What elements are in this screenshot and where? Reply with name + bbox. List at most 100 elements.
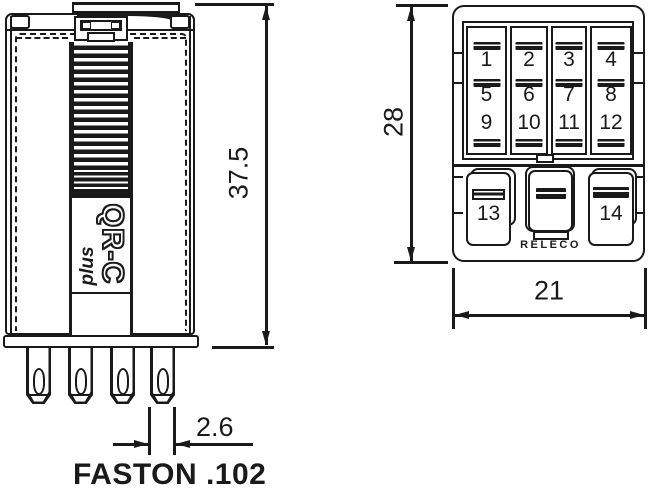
arrowhead-up-28 [406, 7, 415, 21]
faston-pin-4 [150, 348, 175, 404]
coil-ribs [69, 42, 133, 198]
faston-pin-3 [110, 348, 135, 404]
pin-hole [74, 368, 87, 395]
body-inner-edge-right [189, 16, 191, 333]
pin-hole [156, 368, 169, 395]
extension-line-right-21 [644, 268, 647, 329]
rib-foot-bar [74, 192, 128, 198]
terminal-slot [555, 42, 583, 50]
edge-tick [452, 52, 463, 54]
terminal-13-slot [472, 189, 505, 200]
edge-tick [634, 212, 645, 214]
terminal-slot [473, 42, 500, 50]
pin-number: 10 [517, 111, 541, 134]
terminal-mid-tab [533, 231, 569, 240]
edge-tick [634, 176, 645, 178]
arrowhead-up [261, 6, 270, 20]
faston-pin-1 [26, 348, 51, 404]
terminal-slot [515, 79, 543, 87]
pin-number: 8 [605, 83, 617, 106]
extension-line-top-28 [396, 4, 448, 7]
terminal-mid-slot [536, 188, 566, 199]
product-suffix-vertical: plus [77, 246, 98, 286]
terminal-13-number: 13 [476, 202, 501, 225]
arrowhead-right [134, 440, 148, 448]
clip-left [10, 15, 30, 29]
terminal-slot [555, 139, 583, 147]
terminal-14 [588, 172, 634, 246]
arrowhead-left [176, 440, 190, 448]
dimension-value-21: 21 [533, 275, 565, 306]
pin-chamfer-line [71, 394, 90, 396]
pin-number: 11 [558, 111, 580, 134]
dashed-row-left [16, 37, 68, 39]
terminal-13 [466, 172, 511, 246]
terminal-slot [515, 139, 543, 147]
pin-hole [32, 368, 45, 395]
pin-number: 9 [480, 111, 493, 134]
terminal-slot [555, 79, 583, 87]
dimension-value-height: 37.5 [223, 146, 254, 200]
edge-tick [634, 52, 645, 54]
pin-number: 3 [563, 48, 575, 71]
rib-stripes-lower [74, 166, 128, 192]
terminal-14-slot [593, 187, 629, 198]
edge-tick [634, 82, 645, 84]
pin-number: 5 [480, 83, 493, 106]
top-tab [72, 2, 180, 13]
extension-line-right [173, 407, 176, 455]
label-divider-line [69, 292, 133, 294]
latch-cell-left [82, 22, 91, 29]
terminal-slot [597, 79, 625, 87]
terminal-slot [515, 42, 543, 50]
terminal-14-number: 14 [599, 202, 623, 225]
pin-number: 12 [599, 111, 623, 134]
dashed-row-right [134, 37, 186, 39]
terminal-slot [473, 139, 500, 147]
edge-tick [452, 176, 463, 178]
terminal-mid [528, 170, 573, 232]
dimension-line-left [113, 443, 148, 446]
extension-line-bottom [212, 346, 274, 349]
extension-line-top [195, 3, 274, 6]
extension-line-left [148, 407, 151, 455]
terminal-column-4: 4 8 12 [590, 26, 632, 155]
dimension-value-28: 28 [378, 106, 409, 138]
dimension-line [265, 6, 268, 345]
product-name-vertical: QR-C [95, 203, 130, 285]
latch-top-inner [80, 20, 122, 31]
terminal-slot [597, 139, 625, 147]
faston-type-label: FASTON .102 [73, 458, 267, 491]
arrowhead-down [261, 331, 270, 345]
dimension-value-pin-width: 2.6 [196, 412, 234, 442]
edge-tick [452, 212, 463, 214]
releco-brand: RELECO [520, 239, 581, 251]
arrowhead-left-21 [455, 310, 469, 319]
pin-hole [116, 368, 129, 395]
base-plate [3, 335, 199, 348]
extension-line-left-21 [452, 268, 455, 329]
dimension-line-21 [455, 314, 644, 317]
terminal-column-1: 1 5 9 [466, 26, 507, 155]
arrowhead-down-28 [406, 247, 415, 261]
pin-number: 6 [523, 83, 535, 106]
body-inner-edge-left [10, 16, 12, 333]
product-label-area [69, 198, 133, 335]
pin-number: 2 [523, 48, 535, 71]
pin-number: 1 [480, 48, 493, 71]
edge-tick [452, 82, 463, 84]
rib-stripes-upper [74, 42, 128, 166]
pin-chamfer-line [29, 394, 48, 396]
faston-pin-2 [68, 348, 93, 404]
extension-line-bottom-28 [394, 261, 448, 264]
terminal-slot [473, 79, 500, 87]
grid-center-tab [536, 154, 554, 163]
dimension-line-right [176, 443, 253, 446]
pin-chamfer-line [113, 394, 132, 396]
pin-number: 4 [605, 48, 617, 71]
pin-number: 7 [563, 83, 575, 106]
pin-chamfer-line [153, 394, 172, 396]
terminal-column-2: 2 6 10 [510, 26, 548, 155]
latch-cell-right [111, 22, 120, 29]
